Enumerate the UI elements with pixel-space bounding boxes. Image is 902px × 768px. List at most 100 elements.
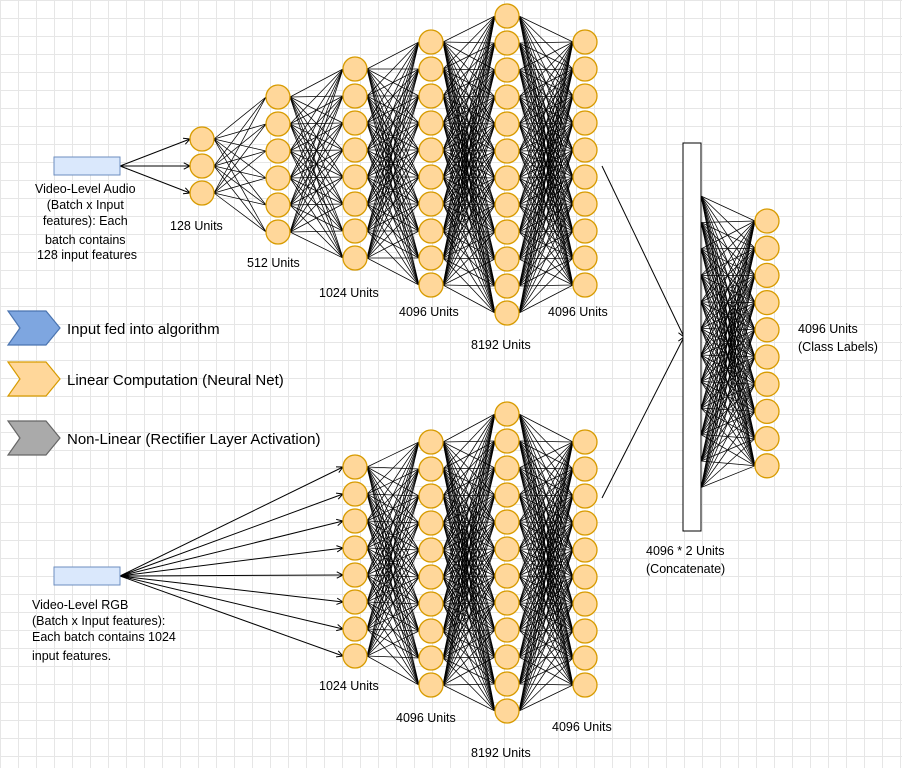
rgb-input-arrow — [119, 574, 344, 577]
connection-edge — [442, 258, 496, 286]
connection-edge — [366, 176, 420, 259]
connection-edge — [366, 441, 420, 657]
audio-input-arrow — [119, 138, 191, 167]
output-edge — [700, 220, 756, 435]
rgb-layer-2-node — [418, 483, 444, 509]
connection-edge — [442, 15, 496, 151]
connection-edge — [518, 95, 574, 314]
connection-edge — [366, 230, 420, 259]
audio-layer-4-node — [418, 272, 444, 298]
connection-edge — [366, 441, 420, 549]
connection-edge — [442, 684, 496, 712]
rgb-layer-3-node — [494, 536, 520, 562]
connection-edge — [366, 41, 420, 232]
connection-edge — [289, 176, 344, 233]
connection-edge — [366, 603, 420, 657]
connection-edge — [518, 441, 574, 604]
rgb-layer-3-node — [494, 671, 520, 697]
connection-edge — [366, 203, 420, 259]
connection-edge — [518, 15, 574, 43]
connection-edge — [518, 657, 574, 712]
audio-layer-1-node — [189, 126, 215, 152]
rgb-layer-2-node — [418, 618, 444, 644]
legend-linear-label: Linear Computation (Neural Net) — [67, 372, 284, 389]
connection-edge — [518, 284, 574, 314]
connection-edge — [289, 231, 344, 259]
rgb-input-arrow — [119, 520, 344, 577]
connection-edge — [518, 441, 574, 496]
audio-layer-5-node — [494, 30, 520, 56]
output-edge — [700, 195, 756, 222]
rgb-layer-4-node — [572, 483, 598, 509]
connection-edge — [442, 602, 496, 686]
audio-layer-6-node — [572, 218, 598, 244]
connection-edge — [518, 41, 574, 98]
rgb-layer-4-node — [572, 618, 598, 644]
audio-layer-2-label: 512 Units — [247, 256, 300, 270]
rgb-layer-4-node — [572, 645, 598, 671]
output-edge — [700, 411, 756, 488]
rgb-layer-4-node — [572, 456, 598, 482]
audio-layer-6-node — [572, 191, 598, 217]
audio-layer-2-node — [265, 165, 291, 191]
audio-layer-5-node — [494, 111, 520, 137]
connection-edge — [366, 655, 420, 686]
audio-layer-1-label: 128 Units — [170, 219, 223, 233]
output-edge — [700, 465, 756, 488]
connection-edge — [213, 192, 267, 206]
connection-edge — [518, 41, 574, 179]
connection-edge — [518, 41, 574, 44]
connector-arrows — [119, 137, 685, 658]
connection-edge — [213, 123, 267, 194]
rgb-layer-3-node — [494, 455, 520, 481]
connection-edge — [442, 413, 496, 497]
audio-layer-6-label: 4096 Units — [548, 305, 608, 319]
connection-edge — [366, 149, 420, 259]
connection-edge — [366, 41, 420, 205]
connection-edge — [289, 230, 344, 233]
connection-edge — [289, 68, 344, 98]
connection-edge — [518, 441, 574, 712]
rgb-input-arrow — [119, 547, 344, 577]
connection-edge — [366, 441, 420, 603]
rgb-layer-3-node — [494, 644, 520, 670]
connection-edge — [518, 41, 574, 125]
output-edge — [700, 248, 756, 488]
rgb-layer-2-node — [418, 672, 444, 698]
output-edge — [700, 220, 756, 329]
connection-edge — [518, 441, 574, 523]
audio-layer-3-node — [342, 191, 368, 217]
audio-layer-3-node — [342, 164, 368, 190]
output-node — [754, 371, 780, 397]
connection-edge — [442, 521, 496, 686]
gray-chevron-icon — [6, 420, 61, 456]
connection-edge — [518, 41, 574, 233]
connection-edge — [518, 176, 574, 314]
connection-edge — [518, 549, 574, 712]
audio-layer-2-node — [265, 219, 291, 245]
output-edge — [700, 220, 756, 488]
connection-edge — [442, 123, 496, 286]
connection-edge — [366, 655, 420, 659]
audio-layer-2-node — [265, 111, 291, 137]
connection-edge — [213, 150, 267, 194]
output-node — [754, 317, 780, 343]
output-edge — [700, 220, 756, 409]
rgb-layer-3-node — [494, 509, 520, 535]
audio-layer-4-node — [418, 56, 444, 82]
connection-edge — [442, 15, 496, 286]
output-edge — [700, 356, 756, 488]
rgb-layer-3-node — [494, 563, 520, 589]
rgb-layer-1-node — [342, 454, 368, 480]
audio-layer-3-node — [342, 245, 368, 271]
connection-edge — [518, 230, 574, 314]
connection-edge — [518, 441, 574, 658]
output-node — [754, 398, 780, 425]
rgb-layer-3-node — [494, 401, 520, 427]
connection-edge — [442, 413, 496, 605]
connection-edge — [518, 122, 574, 314]
output-node — [754, 344, 780, 370]
connection-edge — [518, 603, 574, 712]
output-label: 4096 Units (Class Labels) — [798, 322, 878, 354]
